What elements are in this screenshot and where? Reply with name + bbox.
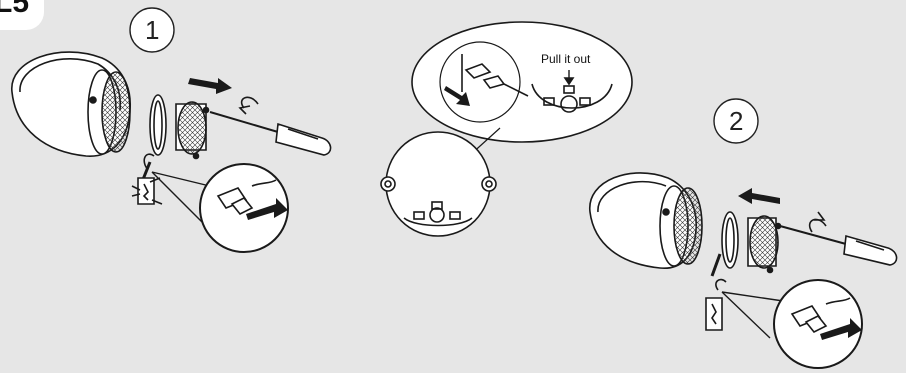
bezel-ring-2 bbox=[721, 211, 739, 269]
callout-bubble bbox=[411, 21, 633, 143]
lens-module-2 bbox=[747, 215, 782, 274]
bezel-ring-1 bbox=[149, 94, 167, 156]
arrow-left-2 bbox=[738, 188, 780, 204]
step-2-illustration bbox=[589, 98, 898, 369]
lens-module-1 bbox=[175, 101, 210, 160]
step-2-number-circle bbox=[713, 98, 759, 144]
connector-zoom-1 bbox=[199, 163, 289, 253]
screwdriver-2 bbox=[779, 211, 898, 266]
pull-it-out-label: Pull it out bbox=[541, 52, 591, 66]
pull-arrow bbox=[444, 86, 470, 106]
center-callout bbox=[380, 21, 633, 237]
step-1-illustration bbox=[11, 7, 332, 253]
screwdriver-1 bbox=[209, 96, 332, 156]
lamp-housing-2 bbox=[589, 172, 703, 269]
step-2-number: 2 bbox=[729, 106, 744, 136]
step-1-number: 1 bbox=[145, 15, 160, 45]
bulb-socket-1 bbox=[131, 177, 163, 205]
connector-zoom-2 bbox=[773, 279, 863, 369]
arrow-right-1 bbox=[188, 78, 232, 94]
corner-label: L5 bbox=[0, 0, 30, 19]
bulb-socket-2 bbox=[705, 297, 723, 331]
corner-tab: L5 bbox=[0, 0, 44, 30]
step-1-number-circle bbox=[129, 7, 175, 53]
lamp-back-plate bbox=[380, 131, 497, 237]
lamp-housing-1 bbox=[11, 51, 131, 157]
